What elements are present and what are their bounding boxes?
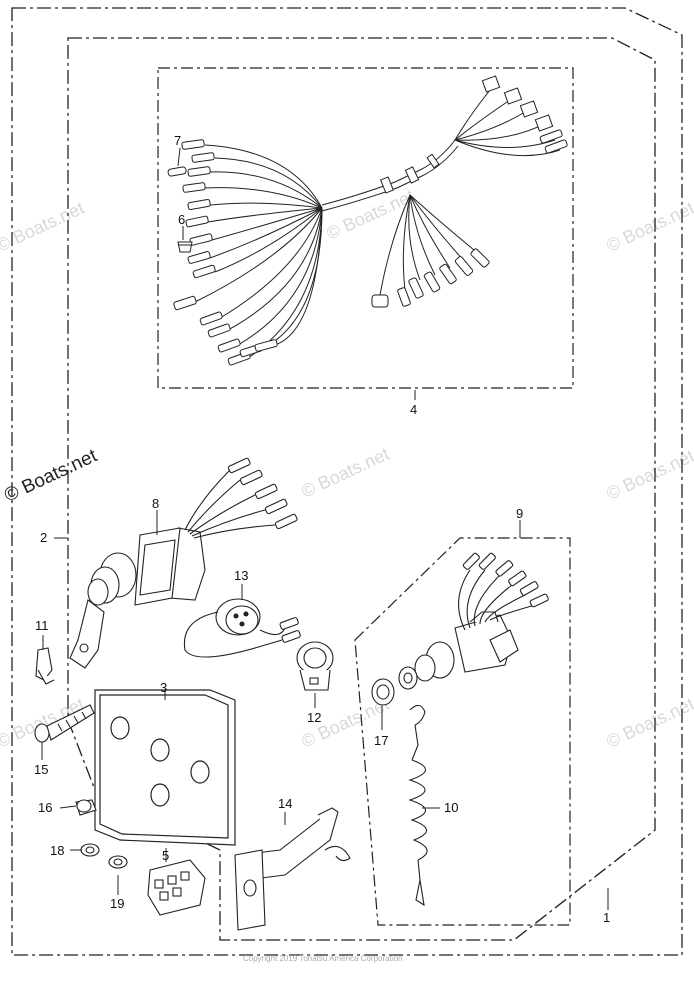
buzzer: [183, 598, 301, 658]
bracket: [234, 807, 351, 931]
assembly-outline-2: [67, 37, 656, 941]
callout-1: 1: [603, 910, 610, 925]
assembly-outline-1: [11, 7, 683, 956]
stop-switch: [371, 552, 549, 907]
watermark: © Boats.net: [603, 198, 694, 256]
watermark: © Boats.net: [0, 198, 87, 256]
callout-6: 6: [178, 212, 185, 227]
mounting-plate: [94, 689, 236, 846]
callout-9: 9: [516, 506, 523, 521]
callout-3: 3: [160, 680, 167, 695]
connector-5: [147, 859, 206, 916]
callout-5: 5: [162, 848, 169, 863]
callout-7: 7: [174, 133, 181, 148]
callout-15: 15: [34, 762, 48, 777]
wiring-harness: [173, 75, 568, 366]
callout-4: 4: [410, 402, 417, 417]
harness-box: [157, 67, 574, 389]
watermark-dark: © Boats.net: [1, 445, 101, 506]
callout-16: 16: [38, 800, 52, 815]
bolt: [34, 704, 95, 743]
watermark: © Boats.net: [323, 186, 417, 244]
key-switch: [69, 457, 298, 669]
small-parts-6-7: [167, 166, 193, 253]
watermark: © Boats.net: [603, 694, 694, 752]
callout-11: 11: [35, 618, 49, 633]
watermark: © Boats.net: [298, 444, 392, 502]
callout-19: 19: [110, 896, 124, 911]
switch-box: [354, 537, 571, 926]
watermark: © Boats.net: [603, 446, 694, 504]
leader-lines: [41, 147, 609, 910]
callouts: 1 2 3 4 5 6 7 8 9 10 11 12 13 14 15 16 1…: [34, 133, 610, 925]
callout-14: 14: [278, 796, 292, 811]
callout-2: 2: [40, 530, 47, 545]
washers: [75, 799, 128, 869]
callout-13: 13: [234, 568, 248, 583]
watermarks: © Boats.net © Boats.net © Boats.net © Bo…: [0, 186, 694, 752]
fitting-11: [35, 647, 55, 685]
callout-12: 12: [307, 710, 321, 725]
clamp: [296, 641, 334, 691]
callout-10: 10: [444, 800, 458, 815]
copyright-text: Copyright 2019 Tohatsu America Corporati…: [243, 954, 403, 963]
callout-8: 8: [152, 496, 159, 511]
callout-17: 17: [374, 733, 388, 748]
callout-18: 18: [50, 843, 64, 858]
